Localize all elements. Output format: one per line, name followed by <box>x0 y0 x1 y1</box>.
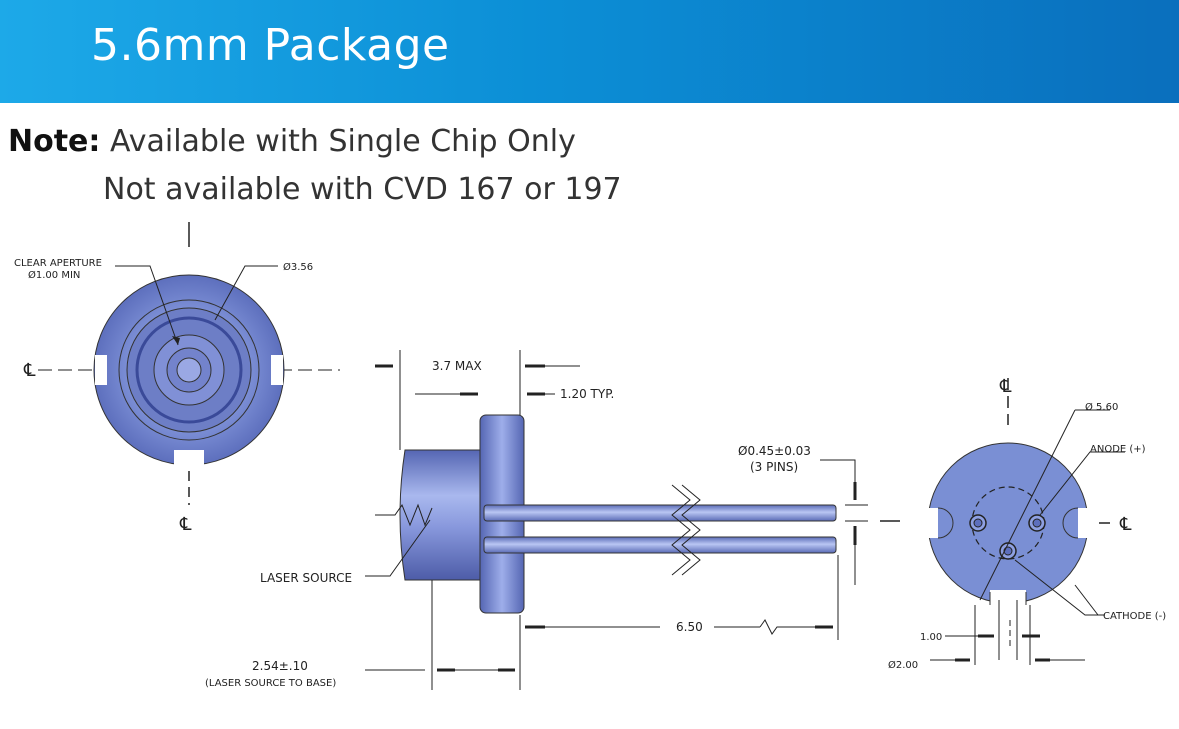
side-view: LASER SOURCE 3.7 MAX 1.20 TYP. Ø0.45±0.0… <box>205 350 900 690</box>
note-line-1: Note: Available with Single Chip Only <box>8 124 576 159</box>
pin-length-label: 6.50 <box>676 620 703 634</box>
clear-aperture-label: CLEAR APERTURE <box>14 258 102 269</box>
rear-diameter-label: Ø 5.60 <box>1085 401 1118 413</box>
source-to-base-label: 2.54±.10 <box>252 659 308 673</box>
pin-spacing-label: 1.00 <box>920 632 942 643</box>
front-centerline-left: ℄ <box>23 360 36 381</box>
note-text-2: Not available with CVD 167 or 197 <box>103 172 622 207</box>
pin-count-label: (3 PINS) <box>750 460 798 474</box>
front-centerline-bottom: ℄ <box>179 514 192 535</box>
page-title: 5.6mm Package <box>91 20 450 71</box>
flange-typ-label: 1.20 TYP. <box>560 387 614 401</box>
front-diameter-label: Ø3.56 <box>283 261 313 273</box>
cathode-label: CATHODE (-) <box>1103 611 1166 622</box>
source-to-base-note: (LASER SOURCE TO BASE) <box>205 678 336 689</box>
clear-aperture-value: Ø1.00 MIN <box>28 269 80 281</box>
note-label: Note: <box>8 124 101 159</box>
laser-source-label: LASER SOURCE <box>260 571 352 585</box>
header-banner: 5.6mm Package <box>0 0 1179 103</box>
pin-diameter-label: Ø0.45±0.03 <box>738 444 811 458</box>
front-view: CLEAR APERTURE Ø1.00 MIN Ø3.56 ℄ ℄ <box>14 222 340 535</box>
note-text-1: Available with Single Chip Only <box>109 124 576 159</box>
anode-label: ANODE (+) <box>1090 444 1146 455</box>
bottom-diameter-label: Ø2.00 <box>888 659 918 671</box>
rear-view: Ø 5.60 ANODE (+) CATHODE (-) 1.00 Ø2.00 … <box>888 376 1166 671</box>
max-length-label: 3.7 MAX <box>432 359 482 373</box>
rear-centerline-right: ℄ <box>1119 514 1132 535</box>
rear-centerline-top: ℄ <box>999 376 1012 397</box>
